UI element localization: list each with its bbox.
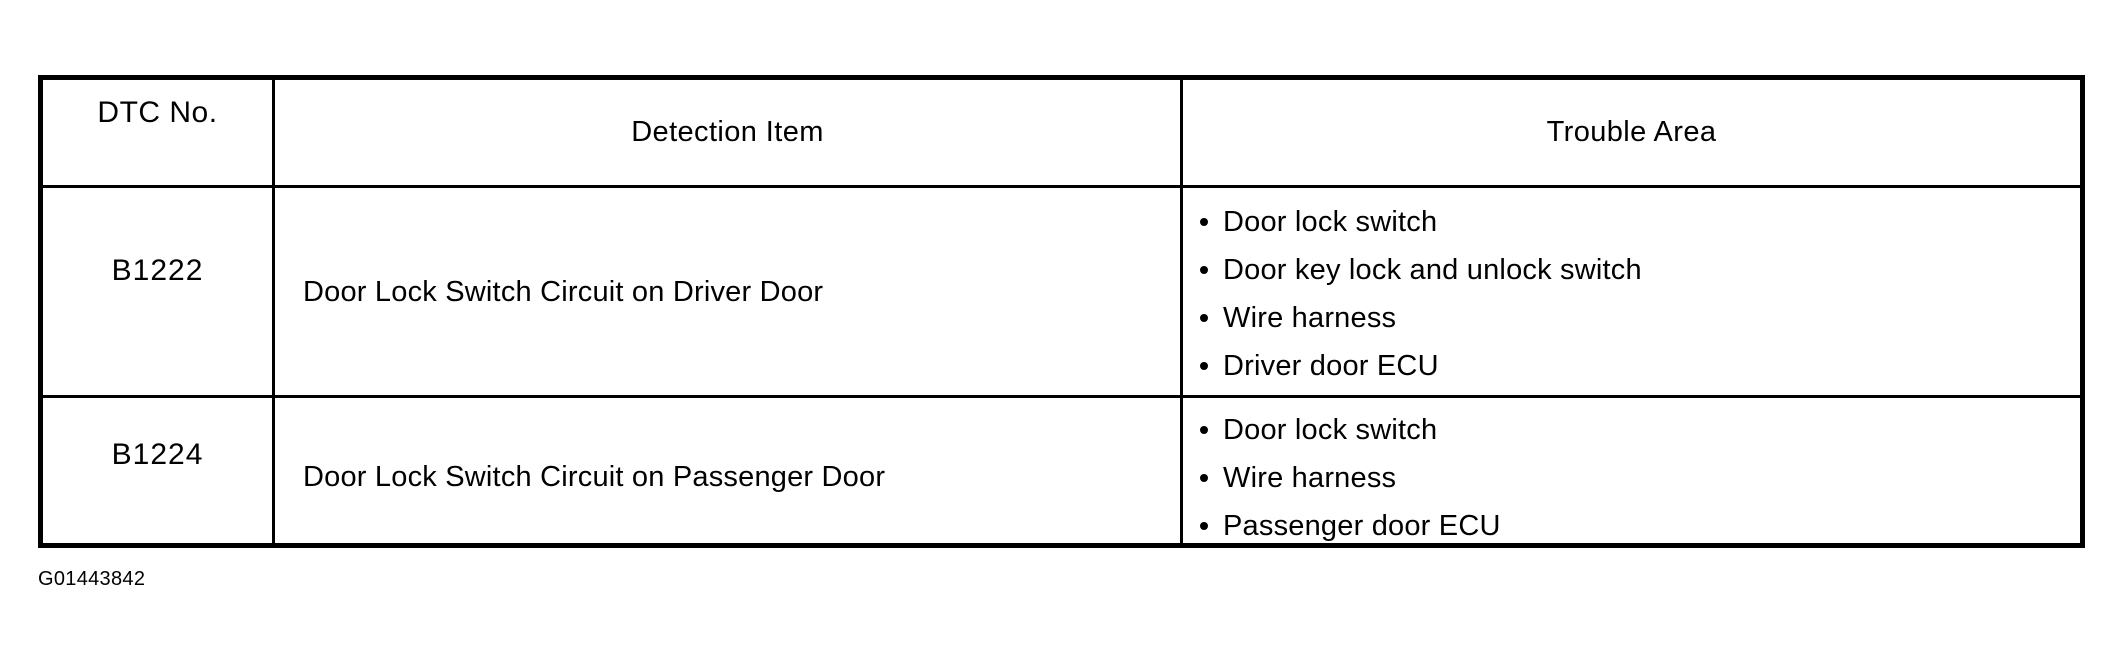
bullet-icon — [1200, 218, 1208, 226]
detection-item-value: Door Lock Switch Circuit on Passenger Do… — [303, 461, 886, 493]
list-item-label: Door key lock and unlock switch — [1223, 254, 1642, 286]
dtc-trouble-area-table: DTC No. Detection Item Trouble Area B122… — [38, 75, 2085, 548]
row-divider-header — [43, 185, 2080, 188]
header-trouble-area: Trouble Area — [1183, 80, 2080, 185]
bullet-icon — [1200, 474, 1208, 482]
detection-item-value: Door Lock Switch Circuit on Driver Door — [303, 276, 824, 308]
list-item-label: Wire harness — [1223, 302, 1397, 334]
list-item: Wire harness — [1198, 454, 2080, 502]
header-trouble-area-label: Trouble Area — [1546, 116, 1717, 148]
table-row-1-trouble-cell: Door lock switch Door key lock and unloc… — [1183, 188, 2080, 395]
dtc-code-value: B1222 — [111, 254, 204, 287]
figure-id-caption: G01443842 — [38, 568, 146, 590]
bullet-icon — [1200, 314, 1208, 322]
bullet-icon — [1200, 266, 1208, 274]
bullet-icon — [1200, 426, 1208, 434]
list-item-label: Door lock switch — [1223, 414, 1438, 446]
table-row-1-detection-cell: Door Lock Switch Circuit on Driver Door — [275, 188, 1180, 395]
trouble-area-list: Door lock switch Wire harness Passenger … — [1198, 398, 2080, 550]
list-item-label: Passenger door ECU — [1223, 510, 1501, 542]
column-divider-detection-trouble — [1180, 80, 1183, 543]
dtc-code-value: B1224 — [111, 438, 204, 471]
bullet-icon — [1200, 522, 1208, 530]
column-divider-dtc-detection — [272, 80, 275, 543]
header-dtc-no-label: DTC No. — [97, 96, 218, 129]
bullet-icon — [1200, 362, 1208, 370]
table-row-1-dtc-cell: B1222 — [43, 188, 272, 395]
header-dtc-no: DTC No. — [43, 80, 272, 185]
list-item: Driver door ECU — [1198, 342, 2080, 390]
table-row-2-detection-cell: Door Lock Switch Circuit on Passenger Do… — [275, 398, 1180, 545]
table-row-2-trouble-cell: Door lock switch Wire harness Passenger … — [1183, 398, 2080, 545]
table-row-2-dtc-cell: B1224 — [43, 398, 272, 545]
list-item: Door key lock and unlock switch — [1198, 246, 2080, 294]
list-item: Door lock switch — [1198, 198, 2080, 246]
list-item-label: Door lock switch — [1223, 206, 1438, 238]
list-item: Passenger door ECU — [1198, 502, 2080, 550]
header-detection-item: Detection Item — [275, 80, 1180, 185]
list-item-label: Driver door ECU — [1223, 350, 1439, 382]
list-item: Wire harness — [1198, 294, 2080, 342]
list-item-label: Wire harness — [1223, 462, 1397, 494]
row-divider-rows — [43, 395, 2080, 398]
header-detection-item-label: Detection Item — [631, 116, 824, 148]
list-item: Door lock switch — [1198, 406, 2080, 454]
trouble-area-list: Door lock switch Door key lock and unloc… — [1198, 188, 2080, 390]
